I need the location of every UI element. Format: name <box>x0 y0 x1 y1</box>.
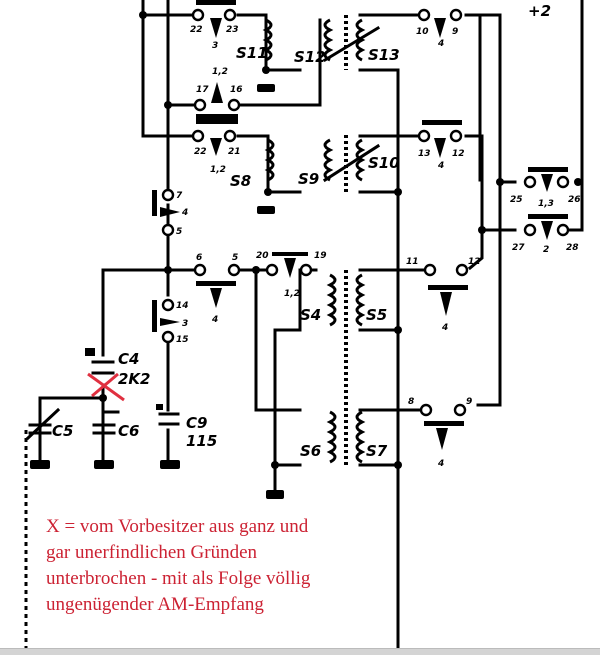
label-s4: S4 <box>300 306 321 324</box>
break-mark-x <box>87 372 125 402</box>
pin-label: 1,2 <box>210 165 226 175</box>
label-s6: S6 <box>300 442 321 460</box>
terminal-numbers: 22 23 3 1,2 17 16 22 21 1,2 10 9 4 13 12… <box>176 25 581 469</box>
annotation-note: X = vom Vorbesitzer aus ganz und gar une… <box>46 514 346 618</box>
label-s13: S13 <box>368 46 400 64</box>
pin-label: 15 <box>176 335 189 345</box>
pin-label: 16 <box>230 85 243 95</box>
label-s10: S10 <box>368 154 400 172</box>
pin-label: 1,3 <box>538 199 554 209</box>
pin-label: 1,2 <box>212 67 228 77</box>
label-s5: S5 <box>366 306 387 324</box>
label-c9-value: 115 <box>186 432 217 450</box>
pin-label: 5 <box>232 253 238 263</box>
pin-label: 25 <box>510 195 523 205</box>
pin-label: 12 <box>452 149 465 159</box>
capacitors <box>25 348 180 441</box>
pin-label: 13 <box>418 149 431 159</box>
switch-actuators <box>152 0 568 450</box>
bottom-scroll-edge <box>0 648 600 655</box>
pin-label: 2 <box>543 245 549 255</box>
pin-label: 1,2 <box>284 289 300 299</box>
note-line: gar unerfindlichen Gründen <box>46 542 258 563</box>
label-s9: S9 <box>298 170 319 188</box>
pin-label: 20 <box>256 251 269 261</box>
pin-label: 7 <box>176 191 183 201</box>
pin-label: 9 <box>452 27 458 37</box>
pin-label: 4 <box>441 323 448 333</box>
pin-label: 17 <box>196 85 209 95</box>
pin-label: 9 <box>466 397 472 407</box>
label-s12: S12 <box>294 48 326 66</box>
label-s7: S7 <box>366 442 388 460</box>
pin-label: 19 <box>314 251 327 261</box>
pin-label: 4 <box>437 39 444 49</box>
switch-terminals <box>161 8 570 417</box>
label-c4: C4 <box>118 350 139 368</box>
pin-label: 8 <box>408 397 414 407</box>
pin-label: 27 <box>512 243 525 253</box>
coils <box>262 15 381 465</box>
pin-label: 4 <box>437 161 444 171</box>
pin-label: 4 <box>437 459 444 469</box>
note-line: X = vom Vorbesitzer aus ganz und <box>46 516 309 537</box>
label-c4-value: 2K2 <box>118 370 151 388</box>
pin-label: 4 <box>181 208 188 218</box>
junction-dots <box>99 11 582 469</box>
pin-label: 14 <box>176 301 189 311</box>
pin-label: 26 <box>568 195 581 205</box>
pin-label: 5 <box>176 227 182 237</box>
label-c6: C6 <box>118 422 139 440</box>
label-s11: S11 <box>236 44 268 62</box>
component-labels: S11 S12 S13 S8 S9 S10 S4 S5 S6 S7 C4 2K2… <box>52 2 551 460</box>
pin-label: 11 <box>406 257 419 267</box>
pin-label: 12 <box>468 257 481 267</box>
pin-label: 28 <box>566 243 579 253</box>
label-s8: S8 <box>230 172 251 190</box>
pin-label: 22 <box>194 147 207 157</box>
pin-label: 23 <box>226 25 239 35</box>
supply-label: +2 <box>528 2 551 20</box>
pin-label: 21 <box>228 147 241 157</box>
note-line: ungenügender AM-Empfang <box>46 594 264 615</box>
label-c9: C9 <box>186 414 207 432</box>
note-line: unterbrochen - mit als Folge völlig <box>46 568 311 589</box>
pin-label: 10 <box>416 27 429 37</box>
pin-label: 6 <box>196 253 202 263</box>
pin-label: 3 <box>212 41 218 51</box>
pin-label: 3 <box>182 319 188 329</box>
label-c5: C5 <box>52 422 73 440</box>
wires <box>24 0 584 654</box>
pin-label: 22 <box>190 25 203 35</box>
ground-symbols <box>30 84 284 499</box>
pin-label: 4 <box>211 315 218 325</box>
